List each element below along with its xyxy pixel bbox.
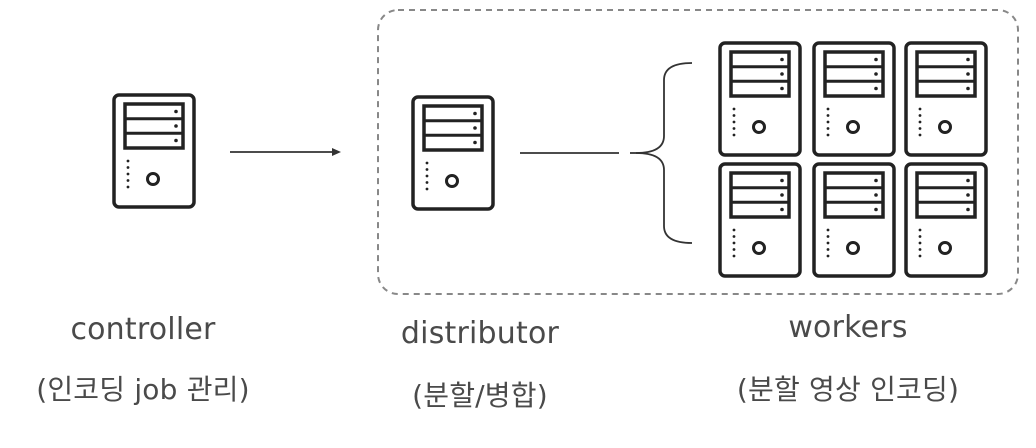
distributor-server-icon bbox=[411, 95, 495, 211]
controller-to-distributor-arrow bbox=[230, 148, 341, 156]
workers-label: workers bbox=[788, 310, 908, 345]
distributor-label: distributor bbox=[400, 316, 560, 351]
worker-server-icon bbox=[718, 41, 802, 157]
workers-brace bbox=[635, 62, 693, 244]
distributor-role-label: (분할/병합) bbox=[412, 379, 548, 412]
controller-role-label: (인코딩 job 관리) bbox=[36, 373, 250, 406]
worker-server-icon bbox=[904, 162, 988, 278]
workers-role-label: (분할 영상 인코딩) bbox=[736, 373, 960, 406]
controller-server-icon bbox=[112, 93, 196, 209]
cluster-boundary bbox=[377, 9, 1019, 295]
worker-server-icon bbox=[904, 41, 988, 157]
worker-server-icon bbox=[718, 162, 802, 278]
controller-label: controller bbox=[70, 312, 216, 347]
worker-server-icon bbox=[812, 41, 896, 157]
worker-server-icon bbox=[812, 162, 896, 278]
